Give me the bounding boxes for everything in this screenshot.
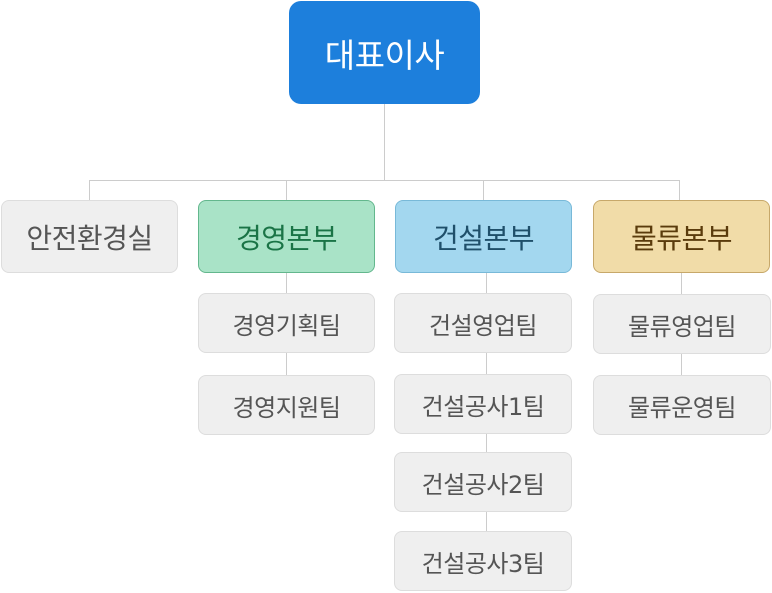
- division-label: 안전환경실: [26, 221, 153, 255]
- division-safety-environment: 안전환경실: [1, 200, 178, 273]
- team-construction-1: 건설공사1팀: [394, 374, 572, 434]
- team-logistics-operations: 물류운영팀: [593, 375, 771, 435]
- team-label: 건설공사3팀: [421, 549, 545, 578]
- team-construction-2: 건설공사2팀: [394, 452, 572, 512]
- division-label: 건설본부: [432, 221, 535, 255]
- team-management-support: 경영지원팀: [198, 375, 375, 435]
- division-construction: 건설본부: [395, 200, 572, 273]
- team-construction-3: 건설공사3팀: [394, 531, 572, 591]
- team-label: 건설공사2팀: [421, 470, 545, 499]
- team-label: 건설영업팀: [429, 311, 537, 340]
- division-label: 물류본부: [630, 221, 733, 255]
- team-label: 물류운영팀: [628, 393, 736, 422]
- division-management: 경영본부: [198, 200, 375, 273]
- team-management-planning: 경영기획팀: [198, 293, 375, 353]
- team-label: 경영기획팀: [232, 311, 341, 340]
- team-construction-sales: 건설영업팀: [394, 293, 572, 353]
- team-label: 건설공사1팀: [421, 392, 545, 421]
- team-label: 경영지원팀: [232, 393, 341, 422]
- division-logistics: 물류본부: [593, 200, 770, 273]
- division-label: 경영본부: [235, 221, 338, 255]
- team-label: 물류영업팀: [628, 312, 736, 341]
- ceo-label: 대표이사: [324, 35, 445, 75]
- ceo-box: 대표이사: [289, 1, 480, 104]
- team-logistics-sales: 물류영업팀: [593, 294, 771, 354]
